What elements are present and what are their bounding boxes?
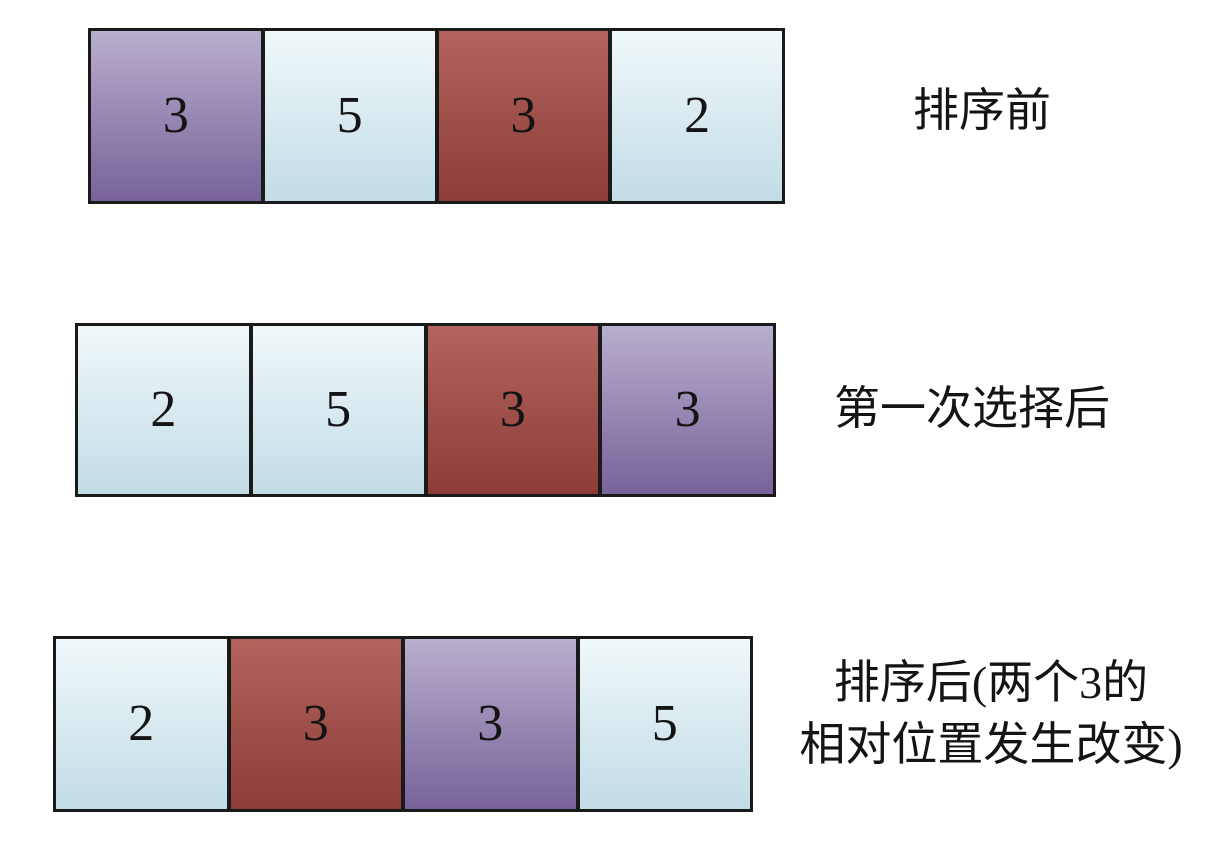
array-row-after-first-selection: 2 5 3 3: [75, 323, 776, 497]
array-cell: 3: [401, 639, 576, 809]
cell-value: 2: [128, 695, 155, 752]
array-cell: 5: [260, 31, 435, 201]
cell-value: 3: [510, 87, 537, 144]
cell-value: 5: [336, 87, 363, 144]
cell-value: 3: [302, 695, 329, 752]
array-cell: 5: [575, 639, 750, 809]
row-label-after-first-selection: 第一次选择后: [834, 383, 1110, 434]
array-cell: 2: [78, 326, 249, 494]
array-cell: 3: [423, 326, 599, 494]
array-row-before-sort: 3 5 3 2: [88, 28, 785, 204]
array-cell: 3: [226, 639, 401, 809]
cell-value: 3: [499, 381, 526, 438]
array-cell: 3: [434, 31, 609, 201]
array-cell: 2: [608, 31, 782, 201]
array-cell: 2: [56, 639, 227, 809]
cell-value: 3: [162, 87, 189, 144]
cell-value: 2: [684, 87, 711, 144]
cell-value: 5: [325, 381, 352, 438]
row-label-before-sort: 排序前: [913, 85, 1051, 136]
row-label-after-sort: 排序后(两个3的 相对位置发生改变): [750, 652, 1232, 776]
cell-value: 3: [674, 381, 701, 438]
cell-value: 2: [150, 381, 177, 438]
array-cell: 3: [91, 31, 261, 201]
array-cell: 3: [598, 326, 773, 494]
row-label-line: 排序后(两个3的: [833, 657, 1149, 708]
array-cell: 5: [248, 326, 424, 494]
array-row-after-sort: 2 3 3 5: [53, 636, 753, 812]
row-label-line: 相对位置发生改变): [799, 719, 1183, 770]
cell-value: 5: [651, 695, 678, 752]
cell-value: 3: [477, 695, 504, 752]
